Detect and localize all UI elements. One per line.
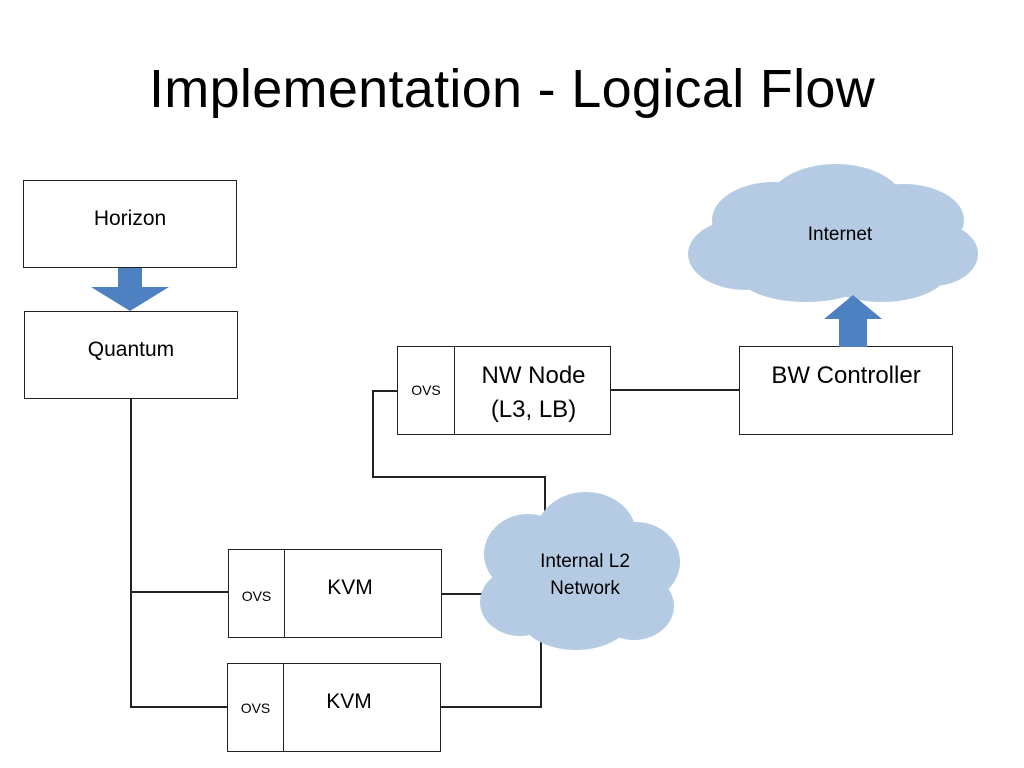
nw-node-label: NW Node (L3, LB) (481, 362, 586, 424)
kvm-2-ovs-cell: OVS (228, 664, 284, 751)
quantum-label: Quantum (87, 338, 175, 361)
page-title: Implementation - Logical Flow (148, 59, 876, 119)
bw-controller-label: BW Controller (771, 362, 921, 389)
arrow-down-icon (91, 268, 169, 311)
nw-node-ovs-cell: OVS (398, 347, 455, 434)
quantum-to-kvm-line (130, 398, 228, 708)
horizon-box: Horizon (23, 180, 237, 268)
nw-node-ovs-label: OVS (411, 382, 441, 398)
arrow-up-icon (824, 295, 882, 347)
internet-label: Internet (807, 224, 873, 245)
kvm-1-ovs-label: OVS (241, 588, 272, 604)
internet-cloud-icon (688, 164, 978, 302)
internal-network-label: Internal L2 Network (540, 551, 630, 599)
kvm-box-1: OVS KVM (228, 549, 442, 638)
horizon-label: Horizon (93, 207, 167, 230)
nw-node-box: OVS NW Node (L3, LB) (397, 346, 611, 435)
quantum-box: Quantum (24, 311, 238, 399)
kvm-2-label: KVM (326, 690, 372, 713)
kvm-1-ovs-cell: OVS (229, 550, 285, 637)
kvm-1-label: KVM (327, 576, 373, 599)
kvm2-to-network-line (440, 640, 542, 708)
kvm-2-ovs-label: OVS (240, 700, 271, 716)
bw-controller-box: BW Controller (739, 346, 953, 435)
kvm-box-2: OVS KVM (227, 663, 441, 752)
nw-node-to-network-line (372, 390, 546, 520)
internal-network-cloud-icon (480, 492, 680, 650)
